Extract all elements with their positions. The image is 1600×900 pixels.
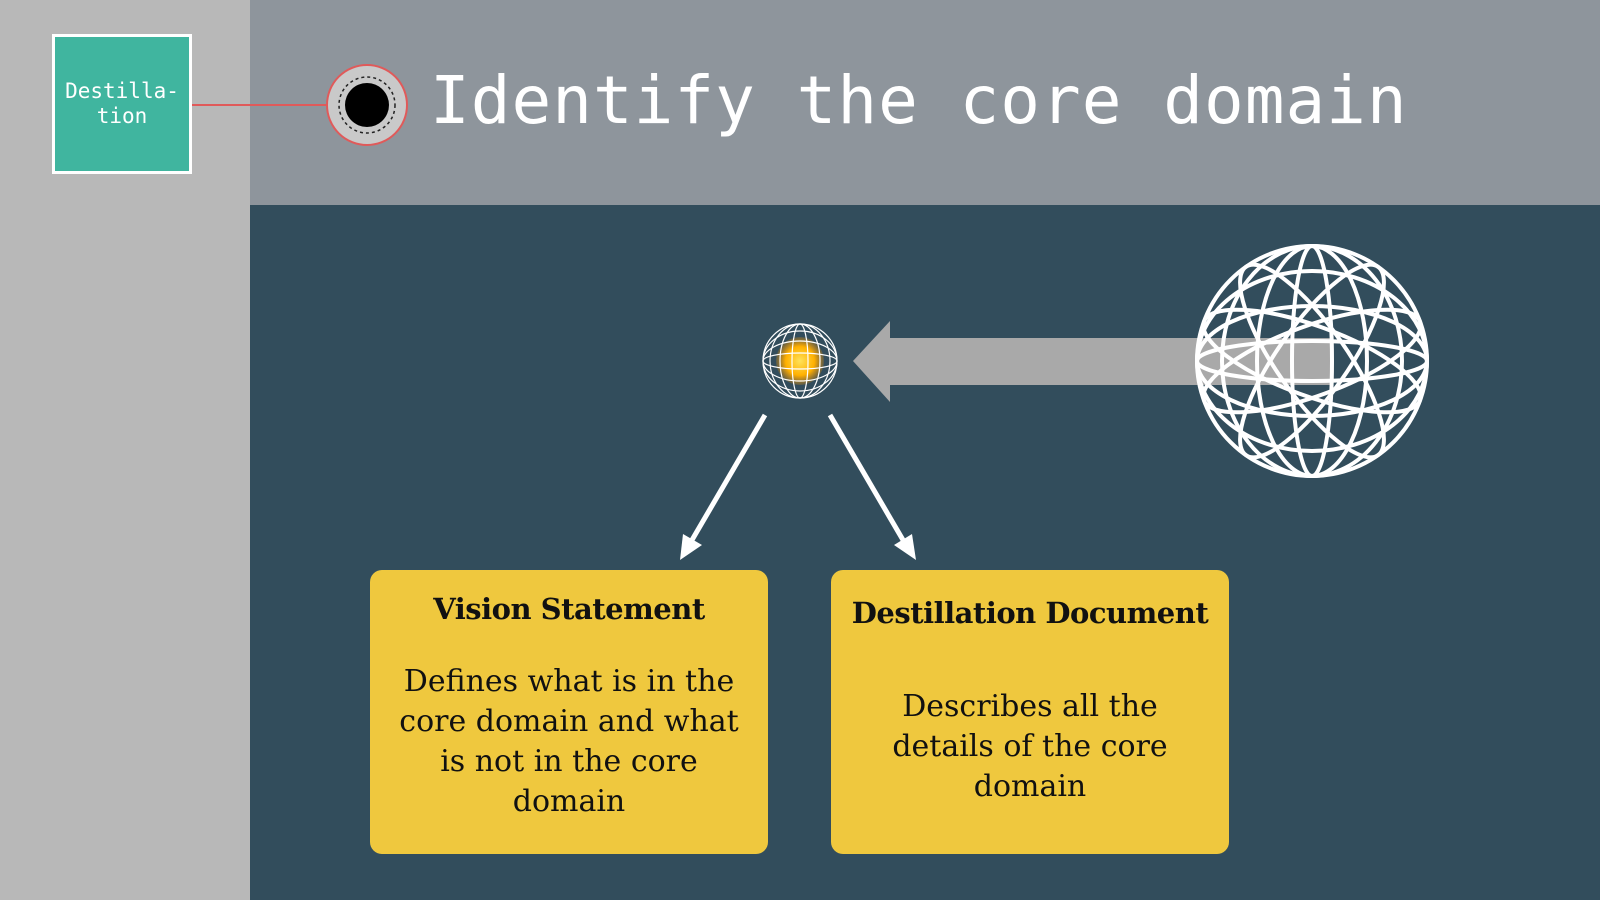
vision-statement-card[interactable]: Vision Statement Defines what is in the … [370,570,768,854]
target-icon [326,64,408,146]
branch-arrow-left [680,413,768,560]
diagram-canvas [680,244,1429,560]
destillation-document-body: Describes all the details of the core do… [892,689,1168,804]
core-globe-icon [762,323,838,399]
page-title: Identify the core domain [430,62,1408,139]
vision-statement-body: Defines what is in the core domain and w… [399,664,739,819]
branch-arrow-right [827,413,916,560]
header-bar [250,0,1600,205]
vision-statement-title: Vision Statement [433,592,705,626]
destillation-document-title: Destillation Document [851,596,1209,630]
destillation-document-card[interactable]: Destillation Document Describes all the … [831,570,1229,854]
tag-connector-line [192,104,328,106]
wireframe-globe-icon [1195,244,1429,478]
destillation-tag[interactable]: Destilla- tion [52,34,192,174]
